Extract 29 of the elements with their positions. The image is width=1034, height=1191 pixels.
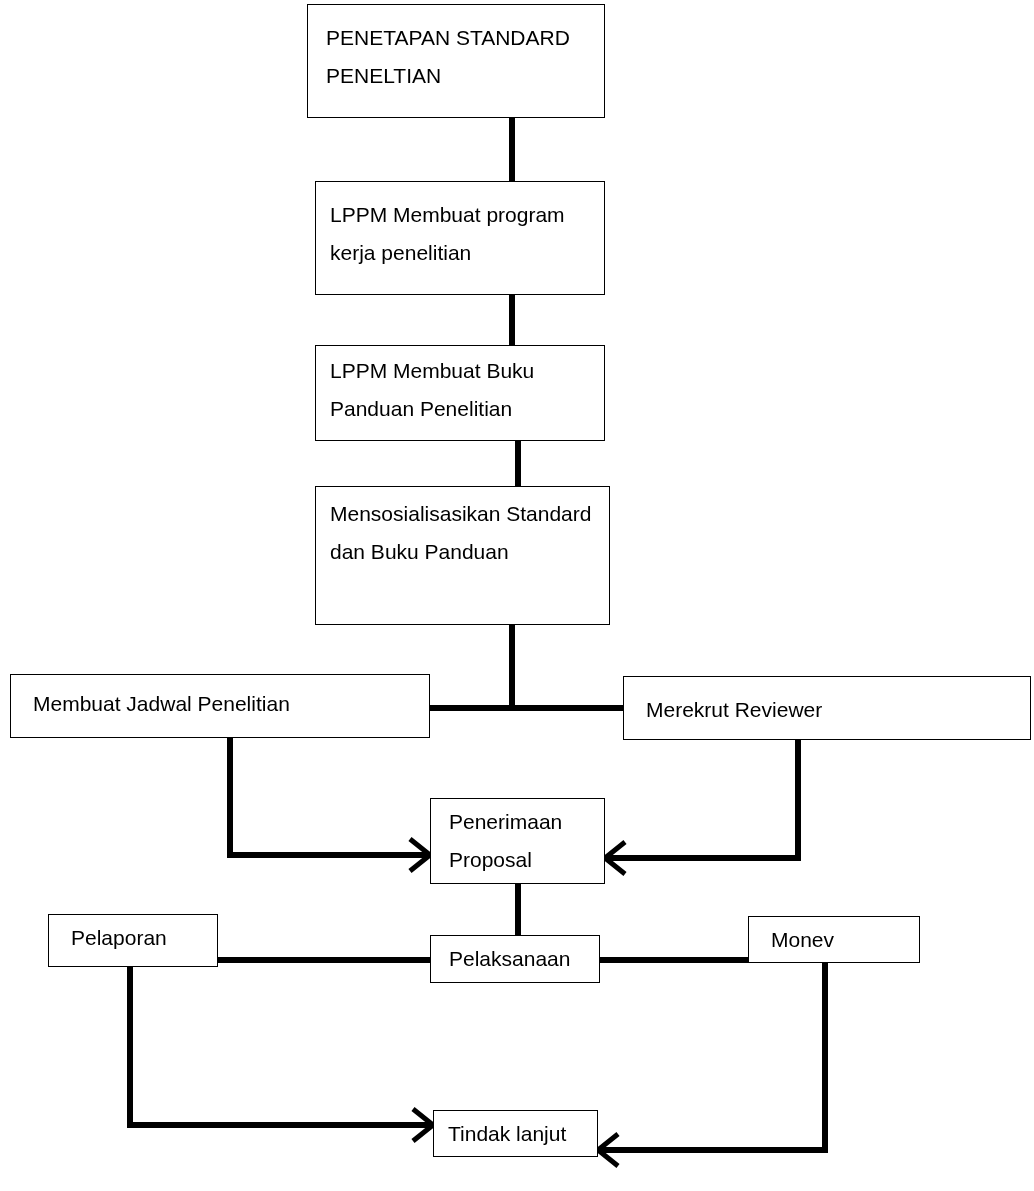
process-box xyxy=(10,674,430,738)
process-box xyxy=(315,345,605,441)
connector-line xyxy=(509,118,515,181)
process-box xyxy=(315,181,605,295)
box-label: Pelaksanaan xyxy=(449,946,572,972)
process-box xyxy=(748,916,920,963)
box-label: PENETAPAN STANDARD PENELTIAN xyxy=(326,25,571,89)
process-box xyxy=(315,486,610,625)
connector-line xyxy=(509,625,623,711)
box-label: Merekrut Reviewer xyxy=(646,697,824,723)
box-label: Monev xyxy=(771,927,836,953)
process-box xyxy=(307,4,605,118)
connector-line xyxy=(600,957,748,963)
box-label: LPPM Membuat Buku Panduan Penelitian xyxy=(330,358,536,422)
box-label: LPPM Membuat program kerja penelitian xyxy=(330,202,566,266)
process-box xyxy=(430,798,605,884)
connector-line xyxy=(515,441,521,486)
process-box xyxy=(48,914,218,967)
process-box xyxy=(433,1110,598,1157)
connector-line xyxy=(218,957,430,963)
connector-line xyxy=(515,884,521,935)
process-box xyxy=(430,935,600,983)
connector-line xyxy=(509,295,515,345)
box-label: Membuat Jadwal Penelitian xyxy=(33,691,291,717)
process-box xyxy=(623,676,1031,740)
box-label: Tindak lanjut xyxy=(448,1121,568,1147)
box-label: Pelaporan xyxy=(71,925,168,951)
box-label: Penerimaan Proposal xyxy=(449,809,564,873)
box-label: Mensosialisasikan Standard dan Buku Panduan xyxy=(330,501,593,565)
